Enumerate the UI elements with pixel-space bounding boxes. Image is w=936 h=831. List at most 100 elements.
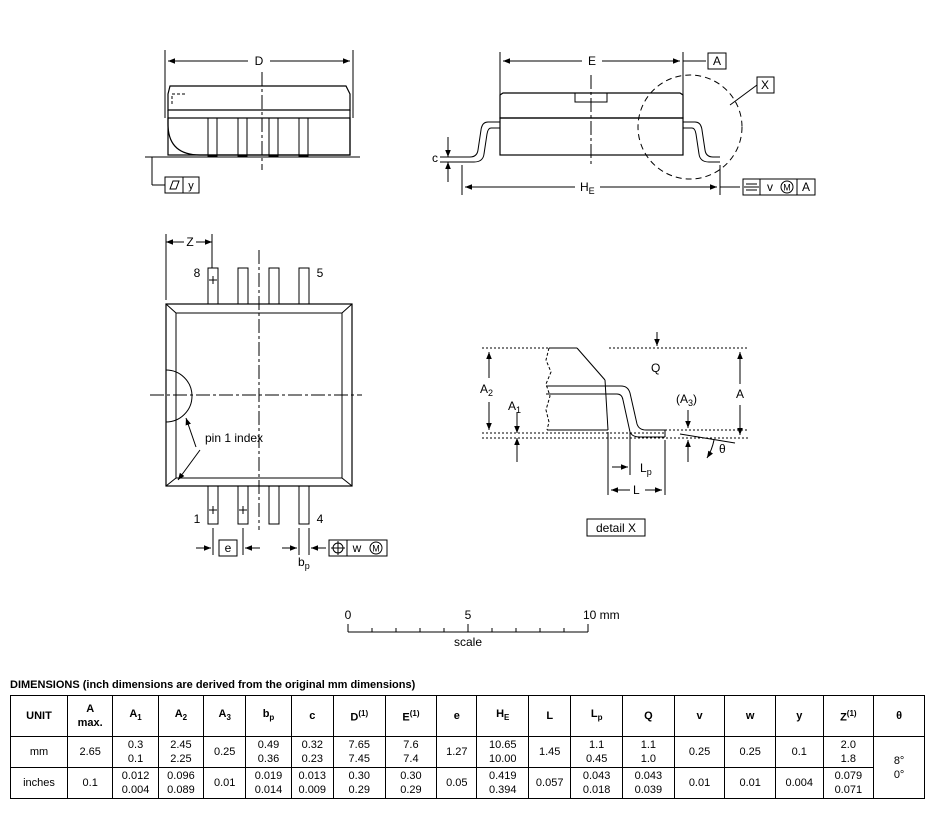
- package-outline-drawing: D y E A X c: [145, 50, 816, 649]
- scale-label-10: 10 mm: [583, 608, 620, 622]
- dim-A3-label: (A3): [676, 392, 697, 408]
- column-header: bp: [245, 695, 292, 737]
- flatness-letter: y: [188, 180, 194, 192]
- svg-text:M: M: [372, 544, 380, 554]
- svg-text:A: A: [802, 180, 810, 194]
- theta-cell: 8°0°: [873, 736, 925, 799]
- pin-4-label: 4: [317, 512, 324, 526]
- svg-text:M: M: [783, 183, 791, 193]
- table-cell: 2.65: [66, 736, 114, 768]
- dim-A2-label: A2: [480, 382, 493, 398]
- tolerance-v-callout: v M A: [742, 178, 816, 196]
- modifier-M-icon: [780, 180, 794, 194]
- unit-header: UNIT: [10, 695, 68, 737]
- modifier-M-icon: [369, 541, 383, 555]
- table-cell: 0.01: [673, 767, 726, 799]
- dim-A1-label: A1: [508, 399, 521, 415]
- dim-c-label: c: [432, 151, 438, 165]
- table-cell: 0.25: [724, 736, 777, 768]
- pin-5-label: 5: [317, 266, 324, 280]
- svg-text:w: w: [352, 541, 362, 555]
- dim-E-label: E: [588, 54, 596, 68]
- column-header: E(1): [384, 695, 438, 737]
- column-header: c: [290, 695, 334, 737]
- dim-HE-label: HE: [580, 180, 595, 196]
- tolerance-w-callout: w M: [328, 539, 388, 557]
- dim-A-label: A: [736, 387, 744, 401]
- column-header: L: [528, 695, 572, 737]
- table-cell: 0.1: [775, 736, 824, 768]
- column-header: HE: [476, 695, 530, 737]
- table-cell: 0.004: [775, 767, 824, 799]
- unit-cell: inches: [10, 767, 68, 799]
- column-header: Lp: [570, 695, 623, 737]
- dim-L-label: L: [633, 483, 640, 497]
- dim-theta-label: θ: [719, 442, 726, 456]
- column-header: A2: [157, 695, 205, 737]
- column-header: v: [673, 695, 726, 737]
- dim-D-label: D: [255, 54, 264, 68]
- unit-cell: mm: [10, 736, 68, 768]
- scale-label-0: 0: [345, 608, 352, 622]
- table-cell: 0.25: [673, 736, 726, 768]
- dim-Q-label: Q: [651, 361, 660, 375]
- flatness-icon: [169, 180, 180, 190]
- detail-X-box: X: [756, 76, 775, 94]
- svg-text:v: v: [767, 180, 773, 194]
- scale-bar: [347, 624, 589, 633]
- detail-x-caption: detail X: [586, 518, 646, 537]
- svg-text:e: e: [225, 541, 232, 555]
- column-header: y: [775, 695, 824, 737]
- column-header: θ: [873, 695, 925, 737]
- table-cell: 0.01: [724, 767, 777, 799]
- column-header: Z(1): [822, 695, 875, 737]
- table-cell: 0.05: [436, 767, 478, 799]
- svg-text:detail X: detail X: [596, 521, 636, 535]
- scale-caption: scale: [454, 635, 482, 649]
- scale-label-5: 5: [465, 608, 472, 622]
- column-header: A1: [112, 695, 159, 737]
- table-cell: 1.27: [436, 736, 478, 768]
- dim-Z-label: Z: [186, 235, 193, 249]
- dim-e-box: e: [218, 539, 238, 557]
- table-cell: 0.057: [528, 767, 572, 799]
- column-header: D(1): [332, 695, 386, 737]
- dim-Lp-label: Lp: [640, 461, 652, 477]
- dimensions-title: DIMENSIONS (inch dimensions are derived …: [10, 679, 416, 691]
- column-header: w: [724, 695, 777, 737]
- side-view: [440, 52, 758, 195]
- flatness-callout: y: [164, 176, 200, 194]
- svg-text:X: X: [761, 78, 769, 92]
- symmetry-icon: [744, 183, 759, 191]
- datum-A-box: A: [707, 52, 727, 70]
- column-header: e: [436, 695, 478, 737]
- table-cell: 1.45: [528, 736, 572, 768]
- table-cell: 0.01: [203, 767, 247, 799]
- table-cell: 0.25: [203, 736, 247, 768]
- column-header: Q: [622, 695, 675, 737]
- table-cell: 0.1: [66, 767, 114, 799]
